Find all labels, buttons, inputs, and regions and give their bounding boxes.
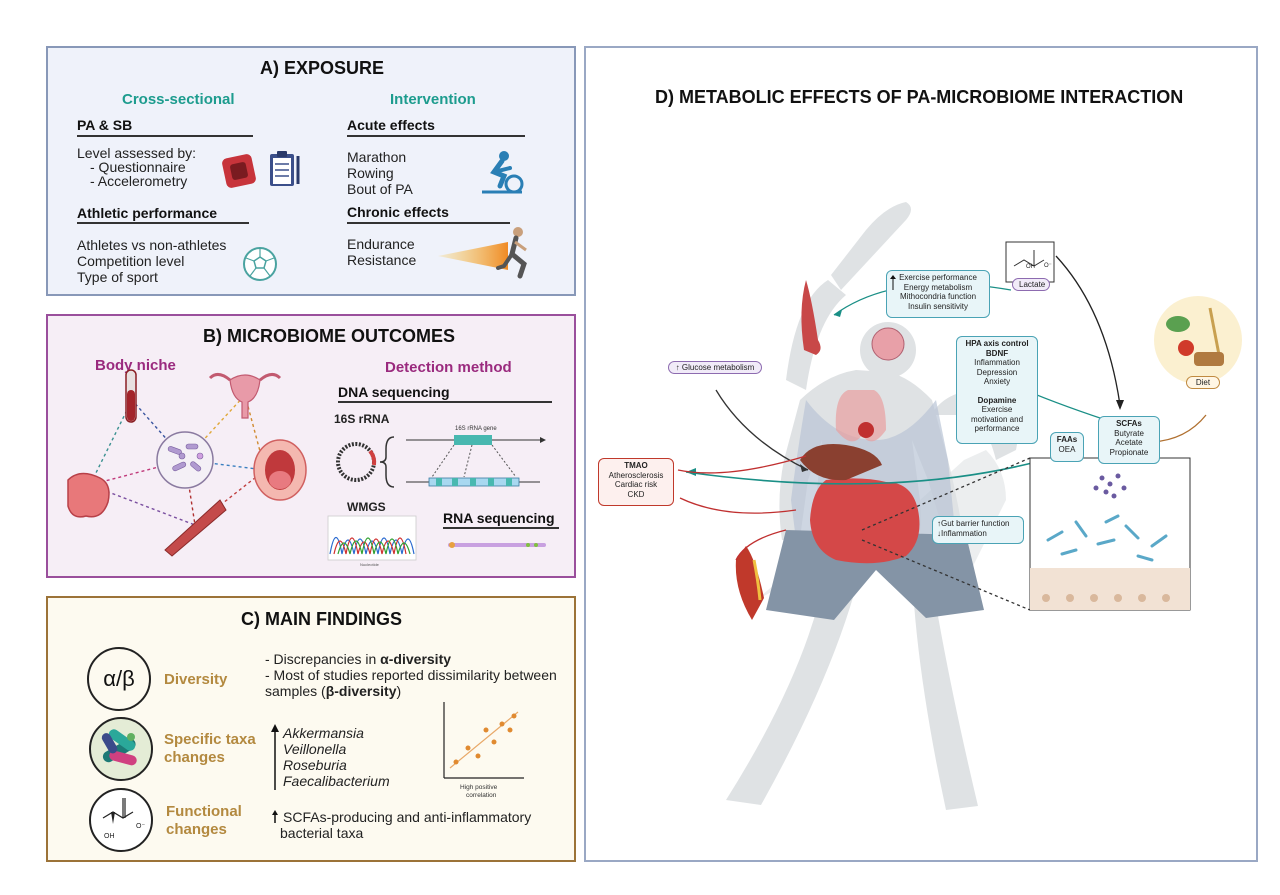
scfas-box: SCFAs Butyrate Acetate Propionate [1098,416,1160,464]
rna-strand-icon [448,542,546,548]
dna-sequencing-heading: DNA sequencing [338,384,450,400]
diversity-line-3: samples (β-diversity) [265,683,402,699]
divider [77,135,253,137]
accelerometry-label: - Accelerometry [90,173,188,189]
mouth-icon [253,439,307,501]
wmgs-label: WMGS [347,500,386,514]
intestine-icon [67,472,110,518]
diversity-line-2: - Most of studies reported dissimilarity… [265,667,557,683]
gut-barrier-box: ↑Gut barrier function ↓Inflammation [932,516,1024,544]
detection-method-heading: Detection method [385,359,512,376]
panel-d-title: D) METABOLIC EFFECTS OF PA-MICROBIOME IN… [655,87,1184,107]
alpha-beta-icon: α/β [87,647,151,711]
bacteria-icon [89,717,153,781]
intestines-icon [810,478,920,564]
diversity-heading: Diversity [164,671,228,688]
divider [347,135,525,137]
cross-sectional-heading: Cross-sectional [122,91,235,108]
16s-rrna-gene-label: 16S rRNA gene [455,426,497,432]
high-positive-label-2: correlation [466,792,497,799]
taxon-akkermansia: Akkermansia [283,725,364,741]
runner-icon [438,227,527,279]
lactate-oh-label: OH [1026,264,1035,270]
uterus-icon [208,373,282,419]
body-niche-diagram [67,369,307,557]
chronic-effects-heading: Chronic effects [347,204,449,220]
panel-microbiome-outcomes [46,314,576,578]
tmao-box: TMAO Atherosclerosis Cardiac risk CKD [598,458,674,506]
correlation-plot-icon [443,702,524,779]
oh-label: OH [104,833,115,840]
athletes-vs-label: Athletes vs non-athletes [77,237,227,253]
resistance-label: Resistance [347,252,417,268]
soccer-ball-icon [243,247,277,281]
body-niche-heading: Body niche [95,357,176,374]
taxon-roseburia: Roseburia [283,757,347,773]
shorts [766,530,984,620]
up-arrow-icon [271,724,279,790]
diversity-line-1: - Discrepancies in α-diversity [265,651,452,667]
microbiome-circle-icon [156,431,214,489]
divider [77,222,249,224]
heart-icon [858,422,874,438]
bout-of-pa-label: Bout of PA [347,181,413,197]
competition-level-label: Competition level [77,253,185,269]
diet-icon [1154,296,1242,384]
lactate-o-minus-label: O⁻ [1044,263,1052,269]
16s-rrna-label: 16S rRNA [334,412,390,426]
gut-lumen-inset [1029,457,1191,611]
16s-rrna-diagram [336,435,546,488]
panel-b-title: B) MICROBIOME OUTCOMES [203,326,455,346]
divider [338,401,552,403]
rna-sequencing-heading: RNA sequencing [443,510,555,526]
divider [443,527,559,529]
divider [347,222,510,224]
lactate-pill: Lactate [1012,278,1050,291]
up-arrow-icon [890,275,896,290]
rowing-label: Rowing [347,165,394,181]
cyclist-icon [482,151,524,194]
panel-c-title: C) MAIN FINDINGS [241,609,402,629]
panel-a-title: A) EXPOSURE [260,58,385,78]
marathon-label: Marathon [347,149,407,165]
taxon-faecalibacterium: Faecalibacterium [283,773,390,789]
brain-icon [871,327,905,361]
o-minus-label: O⁻ [136,823,146,830]
brain-effects-box: HPA axis control BDNF Inflammation Depre… [956,336,1038,444]
up-arrow-icon [272,810,278,823]
accelerometer-and-clipboard-icon [222,151,300,188]
lactate-molecule-icon [89,788,153,852]
questionnaire-label: - Questionnaire [90,159,186,175]
intervention-heading: Intervention [390,91,476,108]
exercise-box: Exercise performance Energy metabolism M… [886,270,990,318]
taxon-veillonella: Veillonella [283,741,347,757]
level-assessed-label: Level assessed by: [77,145,197,161]
athletic-performance-heading: Athletic performance [77,205,218,221]
liver-icon [800,444,882,481]
acute-effects-heading: Acute effects [347,117,435,133]
nucleotide-label: Nucleotide [360,562,379,567]
diet-pill: Diet [1186,376,1220,389]
scfa-line-1: SCFAs-producing and anti-inflammatory [283,809,532,825]
high-positive-label-1: High positive [460,784,498,791]
faas-box: FAAs OEA [1050,432,1084,462]
glucose-pill: ↑ Glucose metabolism [668,361,762,374]
scfa-line-2: bacterial taxa [280,825,364,841]
sequencing-chromatogram-icon [327,515,417,561]
blood-vessel-icon [735,546,764,620]
muscle-icon [164,499,227,557]
arm-muscle-icon [801,280,821,355]
endurance-label: Endurance [347,236,415,252]
human-body-diagram [677,202,1242,810]
pa-sb-heading: PA & SB [77,117,133,133]
type-of-sport-label: Type of sport [77,269,158,285]
